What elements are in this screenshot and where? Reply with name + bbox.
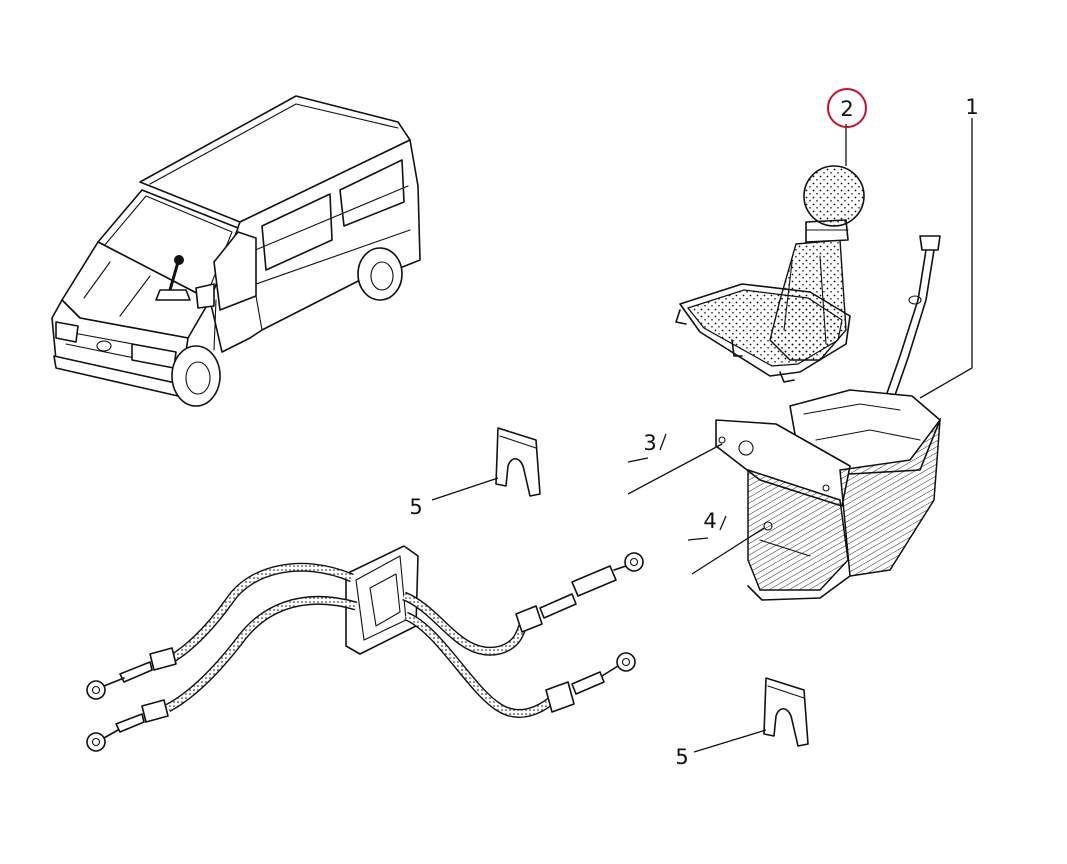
gear-stick-icon bbox=[155, 255, 191, 301]
highlight-ring bbox=[827, 88, 867, 128]
callout-part-2[interactable]: 2 bbox=[827, 88, 867, 128]
cable-end-lower-left bbox=[86, 699, 169, 752]
callout-label-5-bottom[interactable]: 5 bbox=[675, 745, 688, 769]
cable-end-upper-right bbox=[515, 552, 644, 633]
van-illustration bbox=[51, 95, 421, 407]
leader-lines bbox=[431, 118, 973, 753]
rear-wheel bbox=[357, 247, 403, 301]
shift-cables bbox=[86, 545, 644, 752]
callout-label-2: 2 bbox=[840, 97, 853, 121]
callout-label-1[interactable]: 1 bbox=[965, 95, 978, 119]
callout-label-5-top[interactable]: 5 bbox=[409, 495, 422, 519]
retaining-clip-top bbox=[495, 427, 541, 497]
gear-knob-and-boot bbox=[675, 165, 865, 383]
shifter-housing bbox=[715, 235, 941, 601]
callout-label-3[interactable]: 3 bbox=[643, 431, 656, 455]
callout-label-4[interactable]: 4 bbox=[703, 509, 716, 533]
retaining-clip-bottom bbox=[763, 677, 809, 747]
cable-end-lower-right bbox=[545, 652, 636, 713]
cable-end-upper-left bbox=[86, 647, 177, 700]
front-wheel bbox=[171, 345, 221, 407]
